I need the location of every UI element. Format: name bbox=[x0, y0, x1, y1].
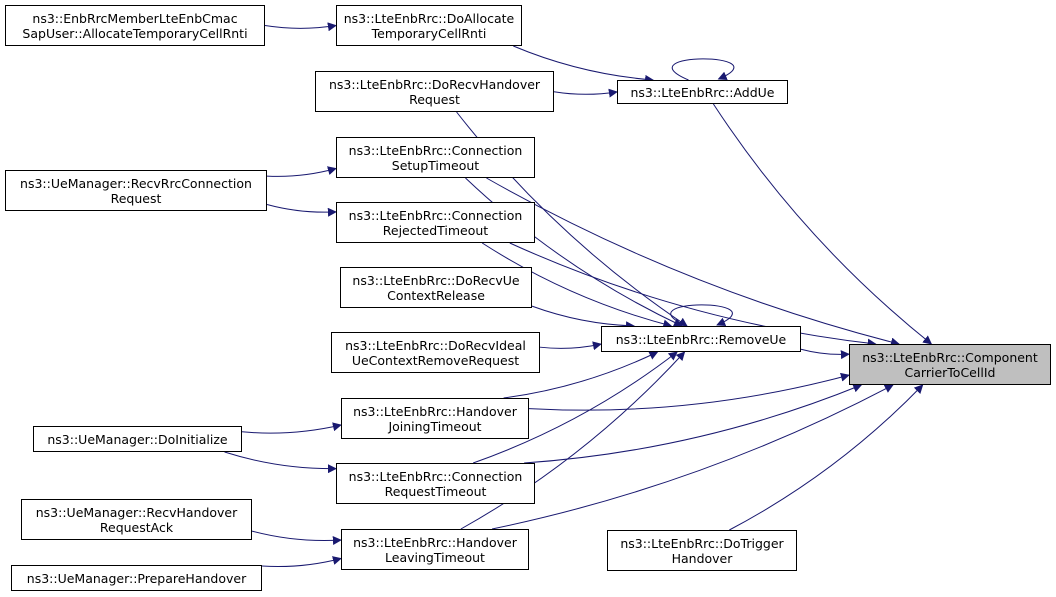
edge-n6-to-n7 bbox=[266, 204, 337, 217]
node-label-line1: ns3::LteEnbRrc::DoRecvHandover bbox=[328, 76, 541, 92]
node-lteenbrrc-addue[interactable]: ns3::LteEnbRrc::AddUe bbox=[617, 80, 788, 104]
node-label-line1: ns3::LteEnbRrc::AddUe bbox=[630, 84, 775, 100]
node-label-line1: ns3::LteEnbRrc::Component bbox=[862, 349, 1038, 365]
node-label-line2: RejectedTimeout bbox=[382, 222, 489, 238]
edge-n13-to-n12 bbox=[241, 422, 342, 434]
node-label-line1: ns3::LteEnbRrc::RemoveUe bbox=[615, 331, 787, 347]
edge-n16-to-n10 bbox=[460, 351, 686, 530]
node-label-line2: Handover bbox=[671, 550, 733, 566]
edge-n4-to-n3 bbox=[553, 88, 618, 98]
edge-n6-to-n5 bbox=[266, 166, 337, 177]
node-label-line1: ns3::LteEnbRrc::Handover bbox=[353, 534, 517, 550]
node-label-line2: CarrierToCellId bbox=[904, 364, 996, 380]
edge-n3-to-n3 bbox=[671, 58, 735, 81]
edge-n2-to-n3 bbox=[513, 45, 655, 84]
node-label-line2: ContextRelease bbox=[387, 287, 485, 303]
edge-n10-to-n11 bbox=[800, 348, 850, 360]
node-label-line1: ns3::LteEnbRrc::DoRecvIdeal bbox=[345, 337, 526, 353]
node-label-line1: ns3::LteEnbRrc::DoRecvUe bbox=[352, 272, 520, 288]
node-label-line2: SetupTimeout bbox=[391, 157, 480, 173]
edge-n8-to-n10 bbox=[531, 305, 636, 331]
node-label-line2: RequestTimeout bbox=[384, 483, 487, 499]
node-label-line2: UeContextRemoveRequest bbox=[351, 352, 520, 368]
node-label-line2: SapUser::AllocateTemporaryCellRnti bbox=[22, 25, 248, 41]
node-label-line1: ns3::EnbRrcMemberLteEnbCmac bbox=[32, 10, 238, 26]
node-lteenbrrc-removeue[interactable]: ns3::LteEnbRrc::RemoveUe bbox=[601, 326, 801, 352]
edge-n3-to-n11 bbox=[712, 103, 933, 345]
node-label-line1: ns3::UeManager::DoInitialize bbox=[47, 431, 228, 447]
edge-n7-to-n11 bbox=[509, 242, 877, 348]
node-label-line1: ns3::LteEnbRrc::Connection bbox=[348, 207, 523, 223]
edge-n18-to-n16 bbox=[261, 556, 342, 568]
edge-n5-to-n11 bbox=[486, 177, 900, 347]
node-label-line2: RequestAck bbox=[99, 519, 174, 535]
edge-n5-to-n10 bbox=[465, 177, 683, 327]
edge-n14-to-n10 bbox=[472, 351, 678, 464]
edge-n17-to-n11 bbox=[729, 384, 924, 531]
node-label-line1: ns3::LteEnbRrc::Connection bbox=[348, 142, 523, 158]
node-label-line1: ns3::LteEnbRrc::Handover bbox=[353, 403, 517, 419]
edge-n13-to-n14 bbox=[224, 451, 337, 474]
node-uemanager-preparehandover[interactable]: ns3::UeManager::PrepareHandover bbox=[11, 565, 262, 591]
node-label-line1: ns3::LteEnbRrc::Connection bbox=[348, 468, 523, 484]
edge-n1-to-n2 bbox=[264, 22, 337, 32]
node-label-line2: JoiningTimeout bbox=[388, 418, 482, 434]
node-label-line1: ns3::UeManager::RecvRrcConnection bbox=[20, 175, 252, 191]
node-label-line1: ns3::UeManager::RecvHandover bbox=[35, 504, 238, 520]
edge-n9-to-n10 bbox=[539, 341, 602, 351]
node-label-line2: LeavingTimeout bbox=[385, 549, 485, 565]
edge-n12-to-n10 bbox=[503, 351, 659, 399]
edge-n14-to-n11 bbox=[524, 383, 863, 464]
edge-n7-to-n10 bbox=[481, 242, 673, 329]
node-label-line1: ns3::LteEnbRrc::DoTrigger bbox=[620, 535, 784, 551]
node-uemanager-doinitialize[interactable]: ns3::UeManager::DoInitialize bbox=[33, 426, 242, 452]
node-label-line2: Request bbox=[110, 190, 162, 206]
edge-n12-to-n11 bbox=[528, 372, 850, 411]
edge-n10-to-n10 bbox=[670, 304, 733, 327]
node-label-line1: ns3::UeManager::PrepareHandover bbox=[26, 570, 247, 586]
node-label-line2: TemporaryCellRnti bbox=[371, 25, 487, 41]
edge-n16-to-n11 bbox=[491, 384, 894, 530]
edge-n15-to-n16 bbox=[251, 530, 342, 546]
node-label-line1: ns3::LteEnbRrc::DoAllocate bbox=[343, 10, 515, 26]
node-label-line2: Request bbox=[409, 91, 460, 107]
